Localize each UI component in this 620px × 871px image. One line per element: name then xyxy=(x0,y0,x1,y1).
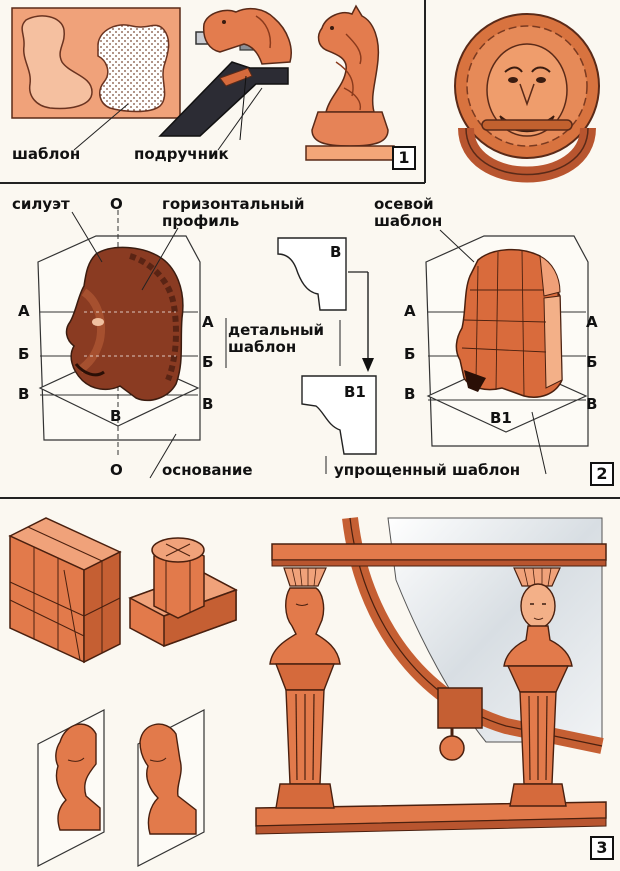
axial-template-construction xyxy=(425,235,589,447)
label-detail-template-line1: детальный xyxy=(228,321,325,339)
section-label-b-left: Б xyxy=(18,345,30,363)
label-simplified-template-v1: В1 xyxy=(344,383,366,401)
label-axial-template-line2: шаблон xyxy=(374,212,443,230)
chess-knight-figure xyxy=(305,4,395,161)
label-template: шаблон xyxy=(12,145,81,163)
simplified-template xyxy=(301,375,377,455)
label-horizontal-profile-line2: профиль xyxy=(162,212,240,230)
section-label-v-right-1: В xyxy=(202,395,214,413)
label-simplified-template: упрощенный шаблон xyxy=(334,461,521,479)
octagonal-blank xyxy=(128,537,238,648)
section-label-b-left-2: Б xyxy=(404,345,416,363)
label-axial-template-line1: осевой xyxy=(374,195,434,213)
label-base: основание xyxy=(162,461,253,479)
panel-2-leaders xyxy=(71,211,547,479)
axis-label-bottom: О xyxy=(110,461,123,479)
panel-1-turning xyxy=(11,4,395,161)
section-label-v-base-left: В xyxy=(110,407,122,425)
silhouette-construction xyxy=(37,210,201,458)
label-detail-template-v: В xyxy=(330,243,342,261)
panel-3-console xyxy=(8,517,607,867)
section-label-b-right-2: Б xyxy=(586,353,598,371)
section-label-b-right-1: Б xyxy=(202,353,214,371)
panel-frame-lines xyxy=(0,0,620,499)
bust-silhouette-planes xyxy=(37,709,205,867)
caryatid-column-right xyxy=(503,567,573,807)
section-label-a-right-2: А xyxy=(586,313,598,331)
label-tool-rest: подручник xyxy=(134,145,229,163)
horse-head-workpiece xyxy=(202,7,292,65)
section-label-a-left-2: А xyxy=(404,302,416,320)
panel-number-2: 2 xyxy=(590,462,614,486)
section-label-a-right-1: А xyxy=(202,313,214,331)
caryatid-column-left xyxy=(269,567,341,809)
tool-rest xyxy=(158,61,289,141)
label-horizontal-profile-line1: горизонтальный xyxy=(162,195,305,213)
section-label-v-right-2: В xyxy=(586,395,598,413)
label-detail-template-line2: шаблон xyxy=(228,338,297,356)
panel-2-templates xyxy=(37,210,589,479)
section-label-v-left: В xyxy=(18,385,30,403)
axis-label-top: О xyxy=(110,195,123,213)
section-label-v-left-2: В xyxy=(404,385,416,403)
panel-number-3: 3 xyxy=(590,836,614,860)
detail-template xyxy=(277,237,374,372)
label-silhouette: силуэт xyxy=(12,195,70,213)
panel-1-leaders xyxy=(73,87,263,151)
panel-number-1: 1 xyxy=(392,146,416,170)
marked-block xyxy=(8,517,122,664)
section-label-v1-base: В1 xyxy=(490,409,512,427)
template-plate xyxy=(11,7,181,119)
section-label-a-left: А xyxy=(18,302,30,320)
lion-door-knocker xyxy=(454,13,600,183)
